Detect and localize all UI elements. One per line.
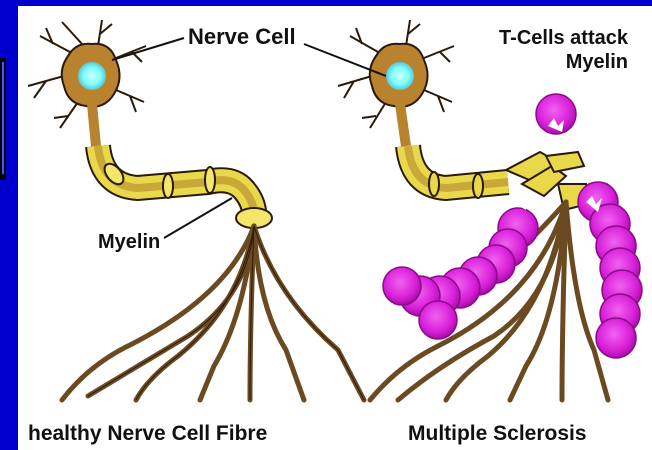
- healthy-axon-stalk: [92, 104, 96, 146]
- healthy-nerve-cell: [28, 20, 364, 400]
- ms-caption: Multiple Sclerosis: [408, 422, 587, 445]
- healthy-nucleus: [78, 62, 106, 90]
- ms-nucleus: [386, 62, 414, 90]
- nerve-cell-label: Nerve Cell: [188, 24, 296, 49]
- nerve-cell-leader-left: [112, 38, 184, 60]
- ms-nerve-cell: [338, 20, 642, 400]
- left-edge-bar-line: [2, 62, 4, 174]
- myelin-leader: [164, 198, 232, 238]
- ms-nerve-diagram: Nerve Cell T-Cells attack Myelin Myelin …: [18, 6, 652, 450]
- t-cell: [419, 301, 457, 339]
- healthy-caption: healthy Nerve Cell Fibre: [28, 422, 267, 445]
- t-cell: [596, 318, 636, 358]
- t-cells-label-line2: Myelin: [566, 51, 628, 73]
- myelin-label: Myelin: [98, 231, 160, 253]
- ms-axon-stalk: [400, 104, 406, 146]
- t-cells-label-line1: T-Cells attack: [499, 27, 629, 49]
- t-cell: [383, 267, 421, 305]
